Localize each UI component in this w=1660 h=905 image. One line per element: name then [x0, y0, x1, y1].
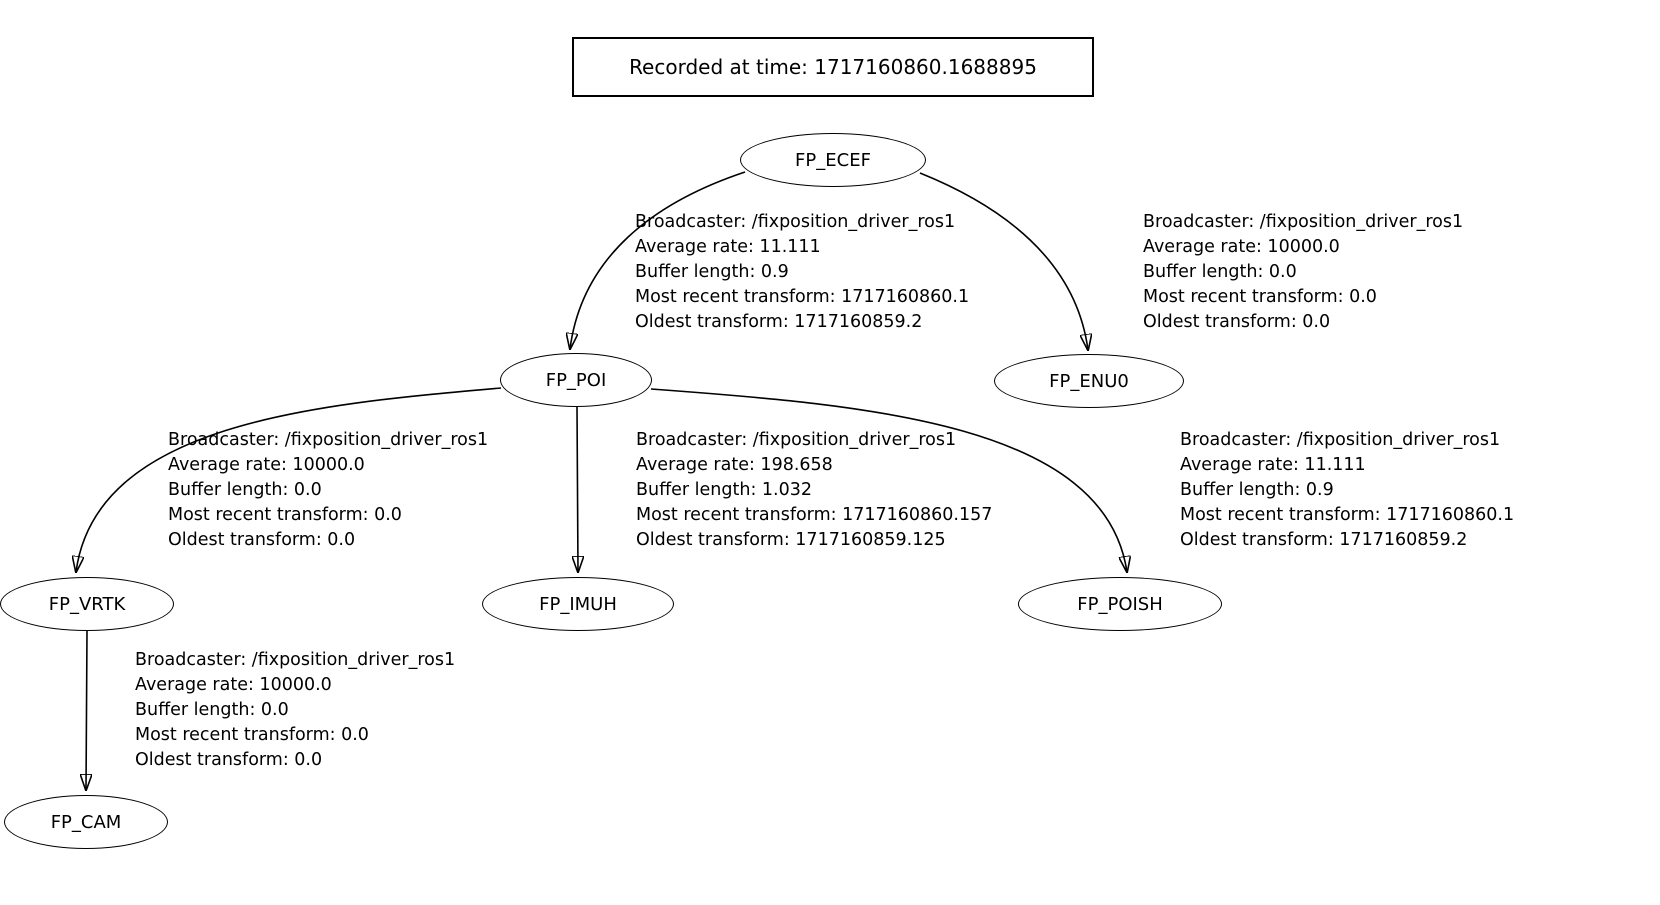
broadcaster-line: Broadcaster: /fixposition_driver_ros1 [636, 430, 957, 450]
recorded-time-box: Recorded at time: 1717160860.1688895 [572, 37, 1094, 97]
buffer-length-line: Buffer length: 0.9 [1180, 480, 1334, 500]
most-recent-transform-line: Most recent transform: 1717160860.157 [636, 505, 993, 525]
average-rate-line: Average rate: 10000.0 [168, 455, 365, 475]
node-fp-poi: FP_POI [500, 353, 652, 407]
oldest-transform-line: Oldest transform: 0.0 [135, 750, 323, 770]
edge-fp-poi-to-fp-imuh [577, 406, 578, 572]
node-fp-ecef-label: FP_ECEF [795, 149, 871, 171]
oldest-transform-line: Oldest transform: 1717160859.2 [1180, 530, 1468, 550]
node-fp-poish: FP_POISH [1018, 577, 1222, 631]
edge-label-fp-vrtk-to-fp-cam: Broadcaster: /fixposition_driver_ros1 Av… [135, 648, 455, 773]
node-fp-cam: FP_CAM [4, 795, 168, 849]
buffer-length-line: Buffer length: 0.0 [135, 700, 289, 720]
broadcaster-line: Broadcaster: /fixposition_driver_ros1 [135, 650, 456, 670]
average-rate-line: Average rate: 198.658 [636, 455, 833, 475]
edge-fp-poi-to-fp-vrtk [76, 387, 502, 572]
broadcaster-line: Broadcaster: /fixposition_driver_ros1 [1180, 430, 1501, 450]
node-fp-vrtk-label: FP_VRTK [48, 593, 126, 615]
edge-fp-vrtk-to-fp-cam [86, 630, 87, 790]
oldest-transform-line: Oldest transform: 1717160859.125 [636, 530, 946, 550]
average-rate-line: Average rate: 10000.0 [135, 675, 332, 695]
most-recent-transform-line: Most recent transform: 1717160860.1 [635, 287, 970, 307]
edge-label-fp-poi-to-fp-vrtk: Broadcaster: /fixposition_driver_ros1 Av… [168, 428, 488, 553]
buffer-length-line: Buffer length: 0.0 [168, 480, 322, 500]
node-fp-ecef: FP_ECEF [740, 133, 926, 187]
edge-label-fp-poi-to-fp-poish: Broadcaster: /fixposition_driver_ros1 Av… [1180, 428, 1514, 553]
edge-label-fp-poi-to-fp-imuh: Broadcaster: /fixposition_driver_ros1 Av… [636, 428, 992, 553]
recorded-time-text: Recorded at time: 1717160860.1688895 [629, 55, 1037, 79]
node-fp-enu0: FP_ENU0 [994, 354, 1184, 408]
edge-label-fp-ecef-to-fp-poi: Broadcaster: /fixposition_driver_ros1 Av… [635, 210, 969, 335]
oldest-transform-line: Oldest transform: 1717160859.2 [635, 312, 923, 332]
node-fp-imuh-label: FP_IMUH [539, 593, 617, 615]
node-fp-cam-label: FP_CAM [50, 811, 122, 833]
node-fp-vrtk: FP_VRTK [0, 577, 174, 631]
oldest-transform-line: Oldest transform: 0.0 [1143, 312, 1331, 332]
buffer-length-line: Buffer length: 0.0 [1143, 262, 1297, 282]
edge-label-fp-ecef-to-fp-enu0: Broadcaster: /fixposition_driver_ros1 Av… [1143, 210, 1463, 335]
broadcaster-line: Broadcaster: /fixposition_driver_ros1 [168, 430, 489, 450]
node-fp-imuh: FP_IMUH [482, 577, 674, 631]
node-fp-poish-label: FP_POISH [1077, 593, 1163, 615]
average-rate-line: Average rate: 10000.0 [1143, 237, 1340, 257]
average-rate-line: Average rate: 11.111 [1180, 455, 1366, 475]
node-fp-poi-label: FP_POI [545, 369, 607, 391]
average-rate-line: Average rate: 11.111 [635, 237, 821, 257]
buffer-length-line: Buffer length: 1.032 [636, 480, 813, 500]
edge-fp-ecef-to-fp-poi [570, 171, 746, 349]
broadcaster-line: Broadcaster: /fixposition_driver_ros1 [635, 212, 956, 232]
most-recent-transform-line: Most recent transform: 0.0 [168, 505, 402, 525]
most-recent-transform-line: Most recent transform: 0.0 [135, 725, 369, 745]
edge-fp-ecef-to-fp-enu0 [919, 172, 1088, 350]
broadcaster-line: Broadcaster: /fixposition_driver_ros1 [1143, 212, 1464, 232]
node-fp-enu0-label: FP_ENU0 [1049, 370, 1129, 392]
most-recent-transform-line: Most recent transform: 1717160860.1 [1180, 505, 1515, 525]
oldest-transform-line: Oldest transform: 0.0 [168, 530, 356, 550]
most-recent-transform-line: Most recent transform: 0.0 [1143, 287, 1377, 307]
buffer-length-line: Buffer length: 0.9 [635, 262, 789, 282]
edge-fp-poi-to-fp-poish [650, 388, 1127, 572]
